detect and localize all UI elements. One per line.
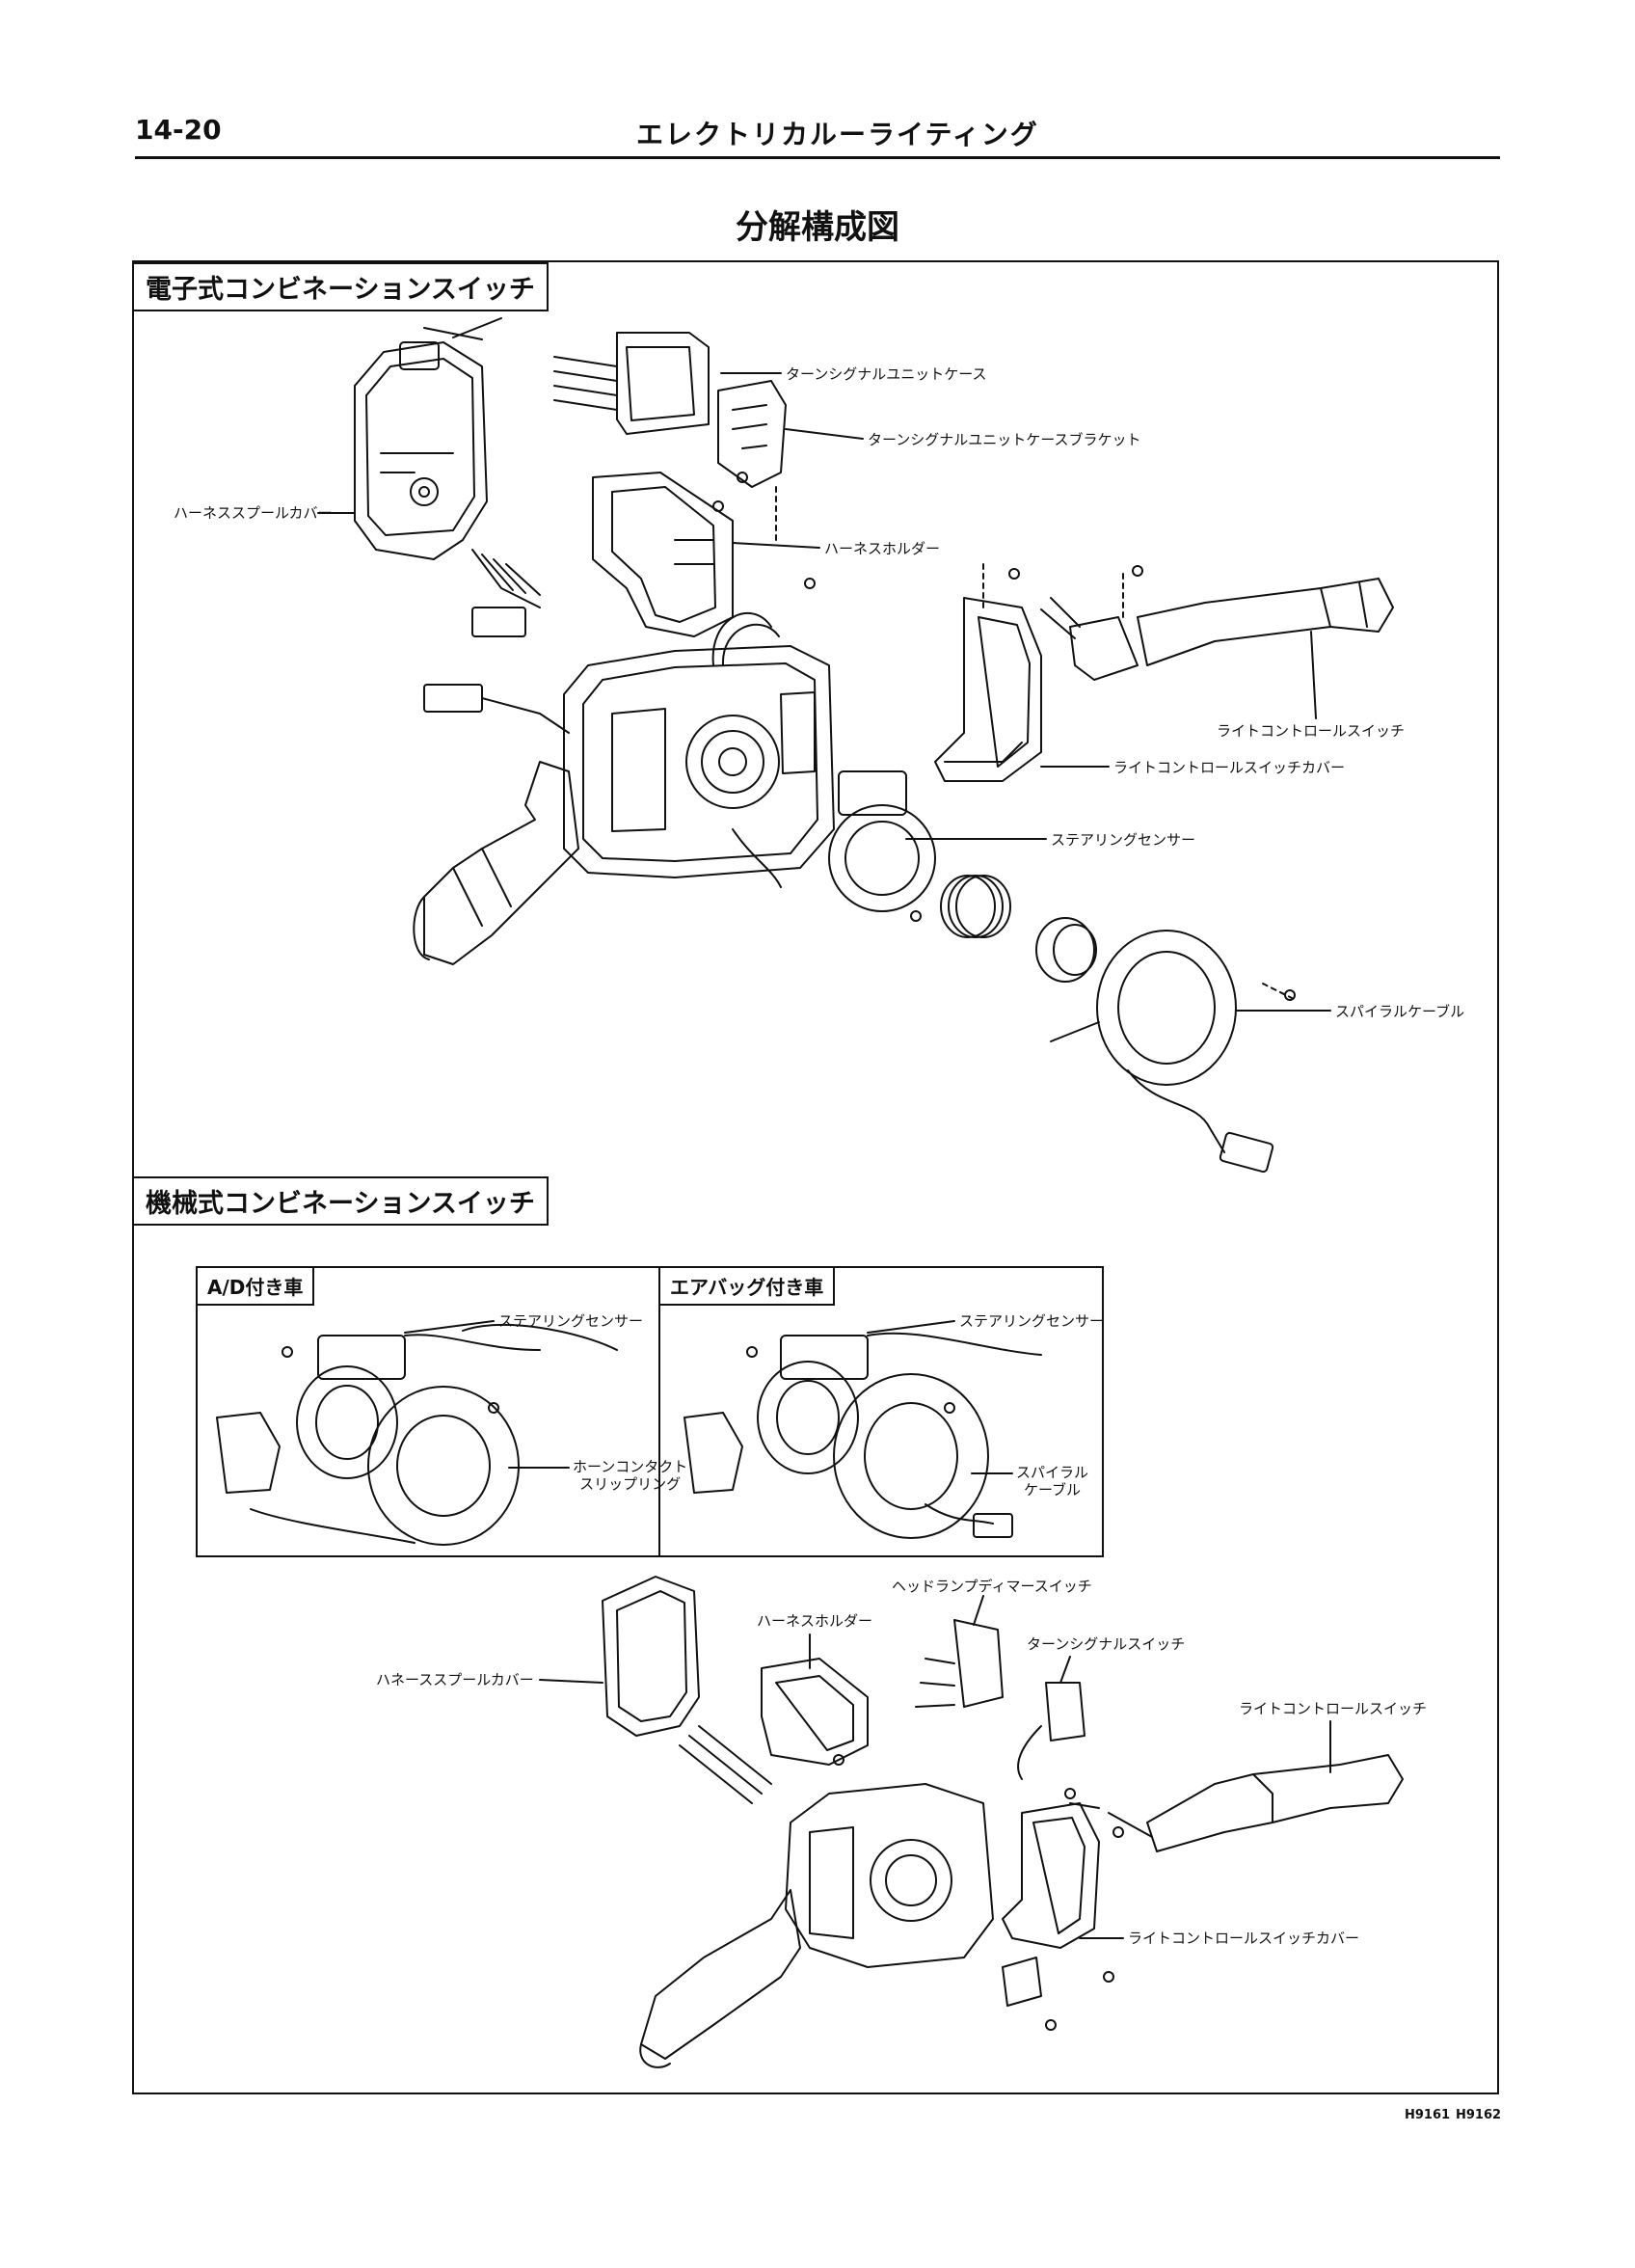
- label-harness-holder: ハーネスホルダー: [824, 540, 941, 557]
- mech-label-harness-spool-cover: ハネーススプールカバー: [376, 1671, 534, 1688]
- ad-inset-box: [196, 1266, 660, 1557]
- dashed-guides-electronic: [776, 487, 1292, 998]
- mechanical-harness-spool-cover: [603, 1577, 771, 1803]
- label-harness-spool-cover: ハーネススプールカバー: [174, 504, 333, 522]
- page-number: 14-20: [135, 114, 222, 146]
- turn-signal-unit-case-part: [554, 333, 709, 434]
- electronic-switch-body: [564, 613, 834, 887]
- label-turn-signal-unit-case: ターンシグナルユニットケース: [786, 365, 987, 383]
- mechanical-turn-signal-lever: [640, 1890, 800, 2067]
- airbag-inset-artwork: [684, 1334, 1041, 1538]
- section-title: エレクトリカルーライティング: [636, 119, 1039, 150]
- mech-label-light-control-switch-cover: ライトコントロールスイッチカバー: [1128, 1930, 1360, 1947]
- airbag-label-steering-sensor: ステアリングセンサー: [959, 1312, 1105, 1330]
- turn-signal-switch-part: [1018, 1683, 1085, 1779]
- headlamp-dimmer-switch-part: [916, 1620, 1003, 1707]
- mech-label-headlamp-dimmer-switch: ヘッドランプディマースイッチ: [892, 1578, 1092, 1595]
- spiral-cable-electronic: [1051, 931, 1273, 1173]
- screws-mechanical: [282, 1347, 1123, 2030]
- label-steering-sensor: ステアリングセンサー: [1051, 831, 1196, 849]
- connector-left-electronic: [424, 685, 569, 733]
- airbag-label-spiral-line1: スパイラル: [1016, 1464, 1089, 1481]
- diagram-title: 分解構成図: [736, 208, 899, 247]
- label-spiral-cable: スパイラルケーブル: [1335, 1003, 1465, 1020]
- collar-part: [1036, 918, 1096, 982]
- leader-lines-mechanical: [405, 1321, 1330, 1938]
- airbag-inset-heading: エアバッグ付き車: [658, 1266, 836, 1306]
- ad-label-steering-sensor: ステアリングセンサー: [498, 1312, 644, 1330]
- figure-code-2: H9162: [1456, 2108, 1502, 2122]
- mech-label-turn-signal-switch: ターンシグナルスイッチ: [1027, 1635, 1186, 1653]
- harness-spool-cover-part: [355, 318, 501, 559]
- harness-bundle-upper: [472, 550, 540, 636]
- ad-inset-artwork: [217, 1325, 617, 1545]
- turn-signal-bracket-part: [718, 381, 786, 487]
- electronic-section-heading: 電子式コンビネーションスイッチ: [132, 262, 549, 311]
- steering-sensor-electronic: [829, 771, 935, 911]
- mechanical-light-control-switch: [1070, 1755, 1403, 1851]
- mechanical-switch-body: [786, 1784, 993, 1967]
- ad-inset-heading: A/D付き車: [196, 1266, 315, 1306]
- label-light-control-switch-cover: ライトコントロールスイッチカバー: [1113, 759, 1346, 776]
- mech-label-light-control-switch: ライトコントロールスイッチ: [1239, 1700, 1428, 1717]
- mechanical-harness-holder: [762, 1659, 868, 1765]
- light-control-switch-part: [1041, 579, 1393, 680]
- ad-label-horn-contact-line2: スリップリング: [579, 1475, 682, 1493]
- light-control-cover-part: [935, 598, 1041, 781]
- figure-code-1: H9161: [1405, 2108, 1451, 2122]
- label-turn-signal-unit-case-bracket: ターンシグナルユニットケースブラケット: [868, 431, 1141, 448]
- airbag-inset-box: [658, 1266, 1104, 1557]
- leader-lines-electronic: [318, 373, 1330, 1011]
- airbag-label-spiral-line2: ケーブル: [1023, 1481, 1082, 1498]
- airbag-label-spiral-cable: スパイラル ケーブル: [1016, 1464, 1088, 1498]
- mech-label-harness-holder: ハーネスホルダー: [757, 1612, 873, 1630]
- harness-holder-part: [593, 472, 733, 636]
- mechanical-section-heading: 機械式コンビネーションスイッチ: [132, 1176, 549, 1226]
- spring-part: [941, 876, 1010, 937]
- header-rule: [135, 156, 1500, 159]
- screws-electronic: [713, 501, 1295, 1000]
- turn-signal-lever-electronic: [414, 762, 578, 964]
- mechanical-light-control-cover: [1003, 1803, 1099, 2006]
- label-light-control-switch: ライトコントロールスイッチ: [1217, 722, 1406, 740]
